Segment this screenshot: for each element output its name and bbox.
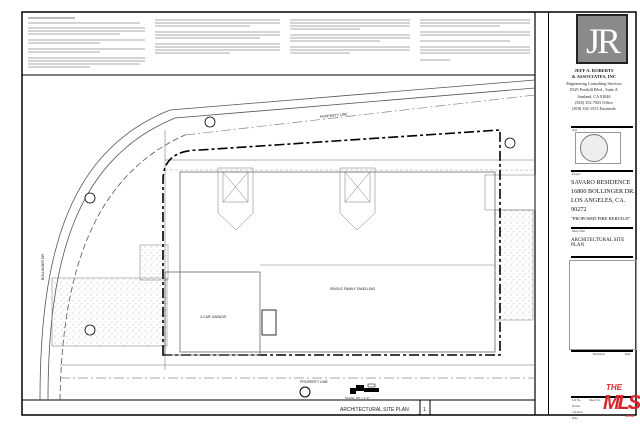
scale-bar bbox=[350, 383, 379, 394]
sheet-no-label: Sheet No. bbox=[589, 398, 601, 402]
property-line-label: PROPERTY LINE bbox=[320, 112, 349, 119]
sheet-title: ARCHITECTURAL SITE PLAN bbox=[571, 238, 625, 248]
watermark-the: THE bbox=[606, 383, 622, 392]
engineer-seal bbox=[575, 132, 621, 164]
firm-logo: JR bbox=[576, 14, 628, 64]
checked-label: Checked bbox=[572, 410, 583, 414]
street-label: BOLLINGER DR. bbox=[41, 253, 45, 280]
sheet-border bbox=[21, 11, 637, 416]
revisions-label: Revisions bbox=[593, 352, 605, 356]
general-notes bbox=[28, 17, 530, 68]
watermark-com: .com bbox=[625, 413, 635, 418]
dwelling-outline bbox=[179, 171, 496, 353]
key-plan-box bbox=[569, 260, 637, 350]
drawn-label: Drawn bbox=[572, 404, 581, 408]
firm-phone: (818) 352-7925 Office bbox=[575, 100, 613, 106]
roof-feature bbox=[217, 167, 376, 231]
project-zip: 90272 bbox=[571, 206, 587, 213]
project-address-1: 16800 BOLLINGER DR. bbox=[571, 188, 635, 195]
project-info: SAVARO RESIDENCE 16800 BOLLINGER DR. LOS… bbox=[571, 178, 635, 223]
building-footprint bbox=[162, 129, 501, 356]
seal-label: Seal bbox=[572, 128, 578, 132]
project-name: SAVARO RESIDENCE bbox=[571, 179, 631, 186]
date2-label: Date bbox=[572, 416, 578, 420]
firm-name-1: JEFF A. ROBERTS bbox=[574, 68, 614, 73]
dwelling-label: SINGLE FAMILY DWELLING bbox=[330, 287, 375, 291]
firm-address-1: 8325 Foothill Blvd., Suite A bbox=[570, 87, 618, 93]
project-label: Project bbox=[572, 172, 581, 176]
hardscape-area bbox=[51, 277, 168, 347]
firm-info: JEFF A. ROBERTS & ASSOCIATES, INC Engine… bbox=[551, 68, 637, 113]
property-line-label-bottom: PROPERTY LINE bbox=[300, 380, 329, 384]
sheet-title-strip: ARCHITECTURAL SITE PLAN bbox=[340, 407, 409, 413]
project-note: "PROPOSED FIRE REBUILD" bbox=[571, 216, 631, 221]
firm-tagline: Engineering Consulting Services bbox=[566, 80, 622, 86]
date-label: Date bbox=[625, 352, 631, 356]
garage-label: 2-CAR GARAGE bbox=[200, 315, 227, 319]
sheet-title-label: Sheet Title bbox=[572, 229, 585, 233]
firm-name-2: & ASSOCIATES, INC bbox=[571, 74, 617, 80]
section-marker-icon bbox=[84, 116, 516, 336]
firm-address-2: Sunland, CA 91040 bbox=[577, 93, 611, 99]
job-no-label: Job No. bbox=[572, 398, 582, 402]
north-arrow-icon bbox=[299, 386, 311, 398]
title-block: JR JEFF A. ROBERTS & ASSOCIATES, INC Eng… bbox=[548, 12, 637, 420]
sheet-number-strip: 1 bbox=[423, 407, 426, 413]
watermark-mls: MLS bbox=[603, 392, 640, 414]
street-curb bbox=[39, 79, 536, 401]
firm-fax: (818) 352-1513 Facsimile bbox=[572, 106, 616, 112]
project-address-2: LOS ANGELES, CA. bbox=[571, 197, 626, 204]
logo-text: JR bbox=[585, 21, 621, 61]
garage-outline bbox=[164, 271, 261, 356]
property-line bbox=[184, 94, 536, 136]
scale-label: SCALE: 1/8" = 1'-0" bbox=[345, 396, 369, 400]
